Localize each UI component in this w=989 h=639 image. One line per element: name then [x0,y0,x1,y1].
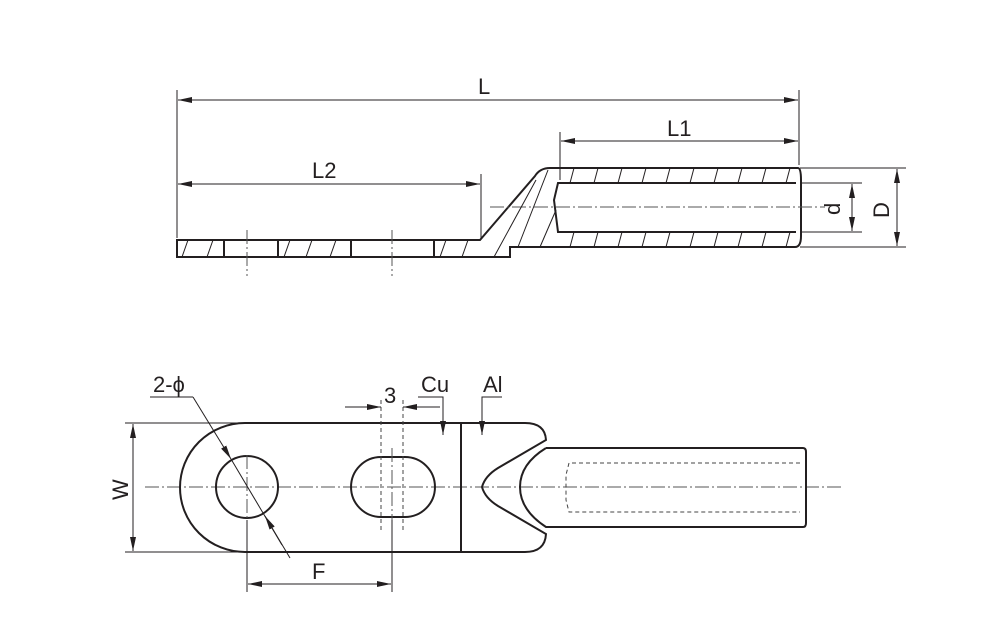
label-gap: 3 [384,383,396,408]
label-F: F [312,559,325,584]
hole-leader [192,396,232,460]
slot-hole [350,456,436,518]
label-D: D [869,202,894,218]
lug-outline [179,422,548,553]
label-cu: Cu [421,372,449,397]
label-L2: L2 [312,158,336,183]
label-L1: L1 [667,116,691,141]
barrel [518,447,807,528]
label-L: L [478,74,490,99]
label-d: d [820,203,845,215]
label-al: Al [483,372,503,397]
label-W: W [108,479,133,500]
side-view: L L1 L2 d D [176,74,906,276]
label-hole: 2-ϕ [153,372,185,397]
section-hatching [181,167,791,258]
top-view: 2-ϕ 3 Cu Al W F [108,372,842,592]
